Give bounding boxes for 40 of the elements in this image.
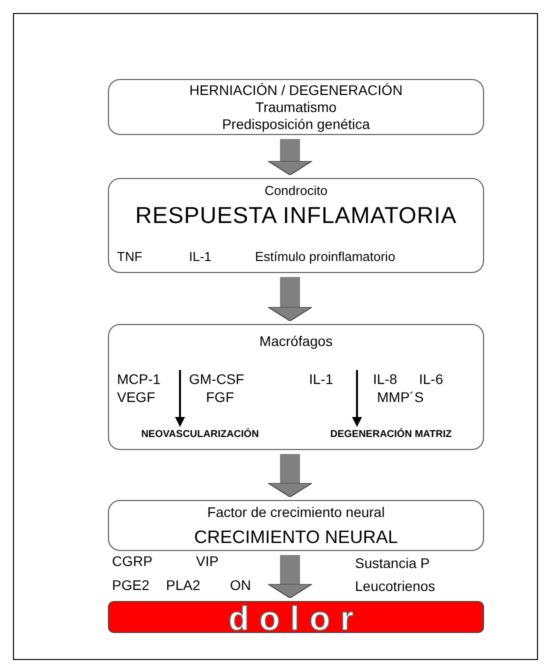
process-box	[108, 178, 484, 273]
cytokine-label: IL-1	[189, 249, 212, 266]
box-text: Predisposición genética	[221, 116, 371, 134]
mediator-label: CGRP	[112, 553, 152, 570]
block-arrow	[268, 555, 312, 598]
box-title: CRECIMIENTO NEURAL	[193, 526, 399, 548]
box-text: Estímulo proinflamatorio	[255, 249, 396, 266]
process-box	[108, 324, 484, 450]
mediator-label: PLA2	[166, 577, 200, 594]
process-box	[108, 500, 484, 551]
block-arrow	[268, 277, 312, 322]
cytokine-label: GM-CSF	[189, 371, 244, 388]
block-arrow	[268, 139, 312, 176]
cytokine-label: IL-6	[419, 371, 444, 388]
mediator-label: PGE2	[112, 577, 150, 594]
cytokine-label: VEGF	[117, 389, 156, 406]
outcome-label: DEGENERACIÓN MATRIZ	[329, 429, 453, 442]
mediator-label: Leucotrienos	[355, 578, 436, 596]
cytokine-label: MCP-1	[117, 371, 161, 388]
block-arrow	[268, 454, 312, 498]
bar-title: dolor	[228, 599, 364, 640]
cytokine-label: TNF	[117, 249, 142, 266]
cytokine-label: FGF	[206, 389, 234, 406]
outcome-bar	[108, 601, 484, 633]
cytokine-label: IL-8	[373, 371, 398, 388]
cytokine-label: IL-1	[309, 371, 334, 388]
mediator-label: VIP	[196, 553, 219, 570]
box-heading: Macrófagos	[258, 333, 334, 350]
box-title: RESPUESTA INFLAMATORIA	[134, 201, 458, 230]
box-heading: Condrocito	[264, 183, 328, 200]
cytokine-label: MMP´S	[377, 389, 424, 406]
arrow	[175, 370, 185, 427]
box-heading: Factor de crecimiento neural	[206, 504, 386, 522]
mediator-label: Sustancia P	[355, 555, 430, 572]
mediator-label: ON	[230, 577, 251, 594]
box-heading: HERNIACIÓN / DEGENERACIÓN	[188, 82, 404, 100]
process-box	[108, 79, 484, 135]
box-text: Traumatismo	[254, 99, 338, 116]
arrow	[352, 370, 362, 427]
outcome-label: NEOVASCULARIZACIÓN	[140, 429, 260, 442]
